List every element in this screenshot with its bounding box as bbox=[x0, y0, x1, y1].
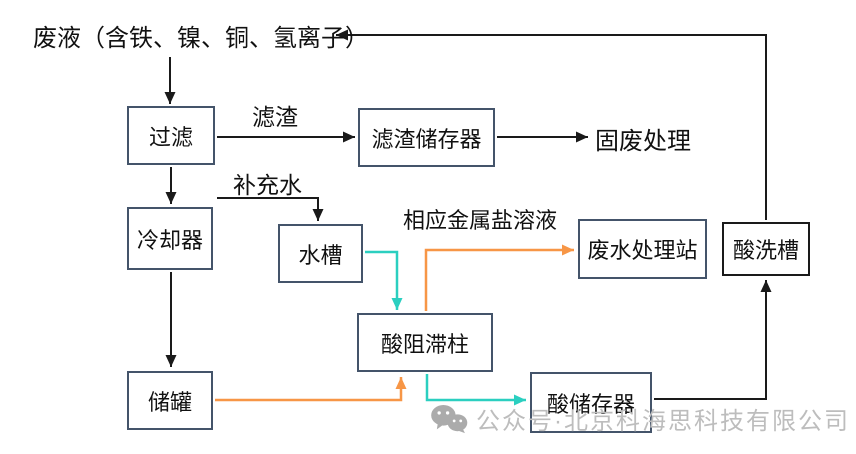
node-filter-label: 过滤 bbox=[148, 124, 193, 150]
edge-acid-storage-to-pickling-tank bbox=[654, 280, 772, 400]
node-water-tank-label: 水槽 bbox=[298, 242, 343, 268]
edge-acid-column-to-acid-storage bbox=[425, 374, 526, 406]
makeup-water-label: 补充水 bbox=[233, 172, 302, 198]
watermark-text: 公众号·北京科海思科技有限公司 bbox=[476, 408, 850, 435]
node-pickling-tank: 酸洗槽 bbox=[722, 222, 810, 276]
edge-pickling-tank-to-wasteliquid bbox=[336, 29, 767, 220]
residue-edge-label: 滤渣 bbox=[252, 104, 298, 130]
metal-salt-solution-label: 相应金属盐溶液 bbox=[403, 208, 558, 233]
edge-makeup-water-to-water-tank bbox=[217, 197, 324, 221]
node-filter: 过滤 bbox=[127, 106, 215, 165]
wechat-icon bbox=[431, 404, 468, 433]
solid-waste-disposal-label: 固废处理 bbox=[595, 128, 691, 155]
node-wastewater-station: 废水处理站 bbox=[578, 219, 707, 279]
watermark: 公众号·北京科海思科技有限公司 bbox=[430, 401, 850, 436]
node-residue-storage-label: 滤渣储存器 bbox=[371, 126, 482, 152]
source-wasteliquid-label: 废液（含铁、镍、铜、氢离子） bbox=[33, 25, 369, 52]
node-water-tank: 水槽 bbox=[278, 224, 363, 283]
node-storage-tank: 储罐 bbox=[127, 371, 213, 430]
node-storage-tank-label: 储罐 bbox=[147, 389, 192, 415]
edge-water-tank-to-acid-column bbox=[365, 250, 403, 310]
edge-acid-column-to-wastewater-station bbox=[424, 244, 574, 311]
edge-storage-tank-to-acid-column bbox=[215, 377, 407, 402]
node-pickling-tank-label: 酸洗槽 bbox=[732, 238, 799, 263]
node-residue-storage: 滤渣储存器 bbox=[358, 108, 495, 167]
node-acid-storage: 酸储存器 bbox=[530, 372, 652, 433]
node-wastewater-station-label: 废水处理站 bbox=[587, 238, 698, 263]
node-acid-column-label: 酸阻滞柱 bbox=[380, 331, 469, 357]
node-cooler-label: 冷却器 bbox=[136, 227, 203, 253]
node-acid-storage-label: 酸储存器 bbox=[546, 391, 635, 417]
node-cooler: 冷却器 bbox=[127, 207, 213, 270]
node-acid-column: 酸阻滞柱 bbox=[357, 313, 493, 372]
